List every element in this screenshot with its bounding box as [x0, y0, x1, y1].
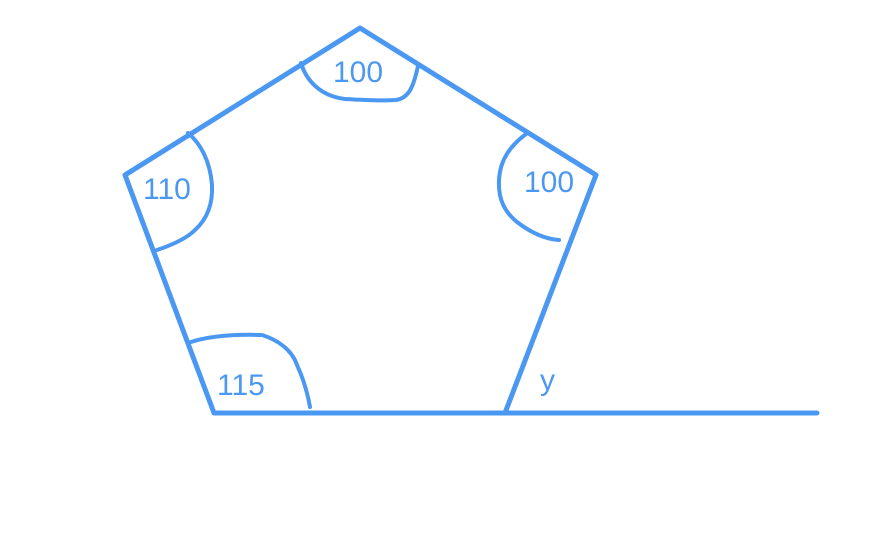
pentagon-outline	[122, 25, 599, 416]
right-angle-label: 100	[524, 166, 574, 199]
left-angle-arc	[155, 131, 215, 252]
top-angle-arc	[299, 61, 420, 103]
top-angle-label: 100	[333, 56, 383, 89]
left-angle-label: 110	[143, 173, 191, 206]
exterior-angle-label: y	[540, 364, 555, 397]
bottom-left-angle-label: 115	[217, 369, 265, 402]
right-angle-arc	[496, 132, 561, 242]
bottom-left-angle-arc	[186, 332, 312, 409]
